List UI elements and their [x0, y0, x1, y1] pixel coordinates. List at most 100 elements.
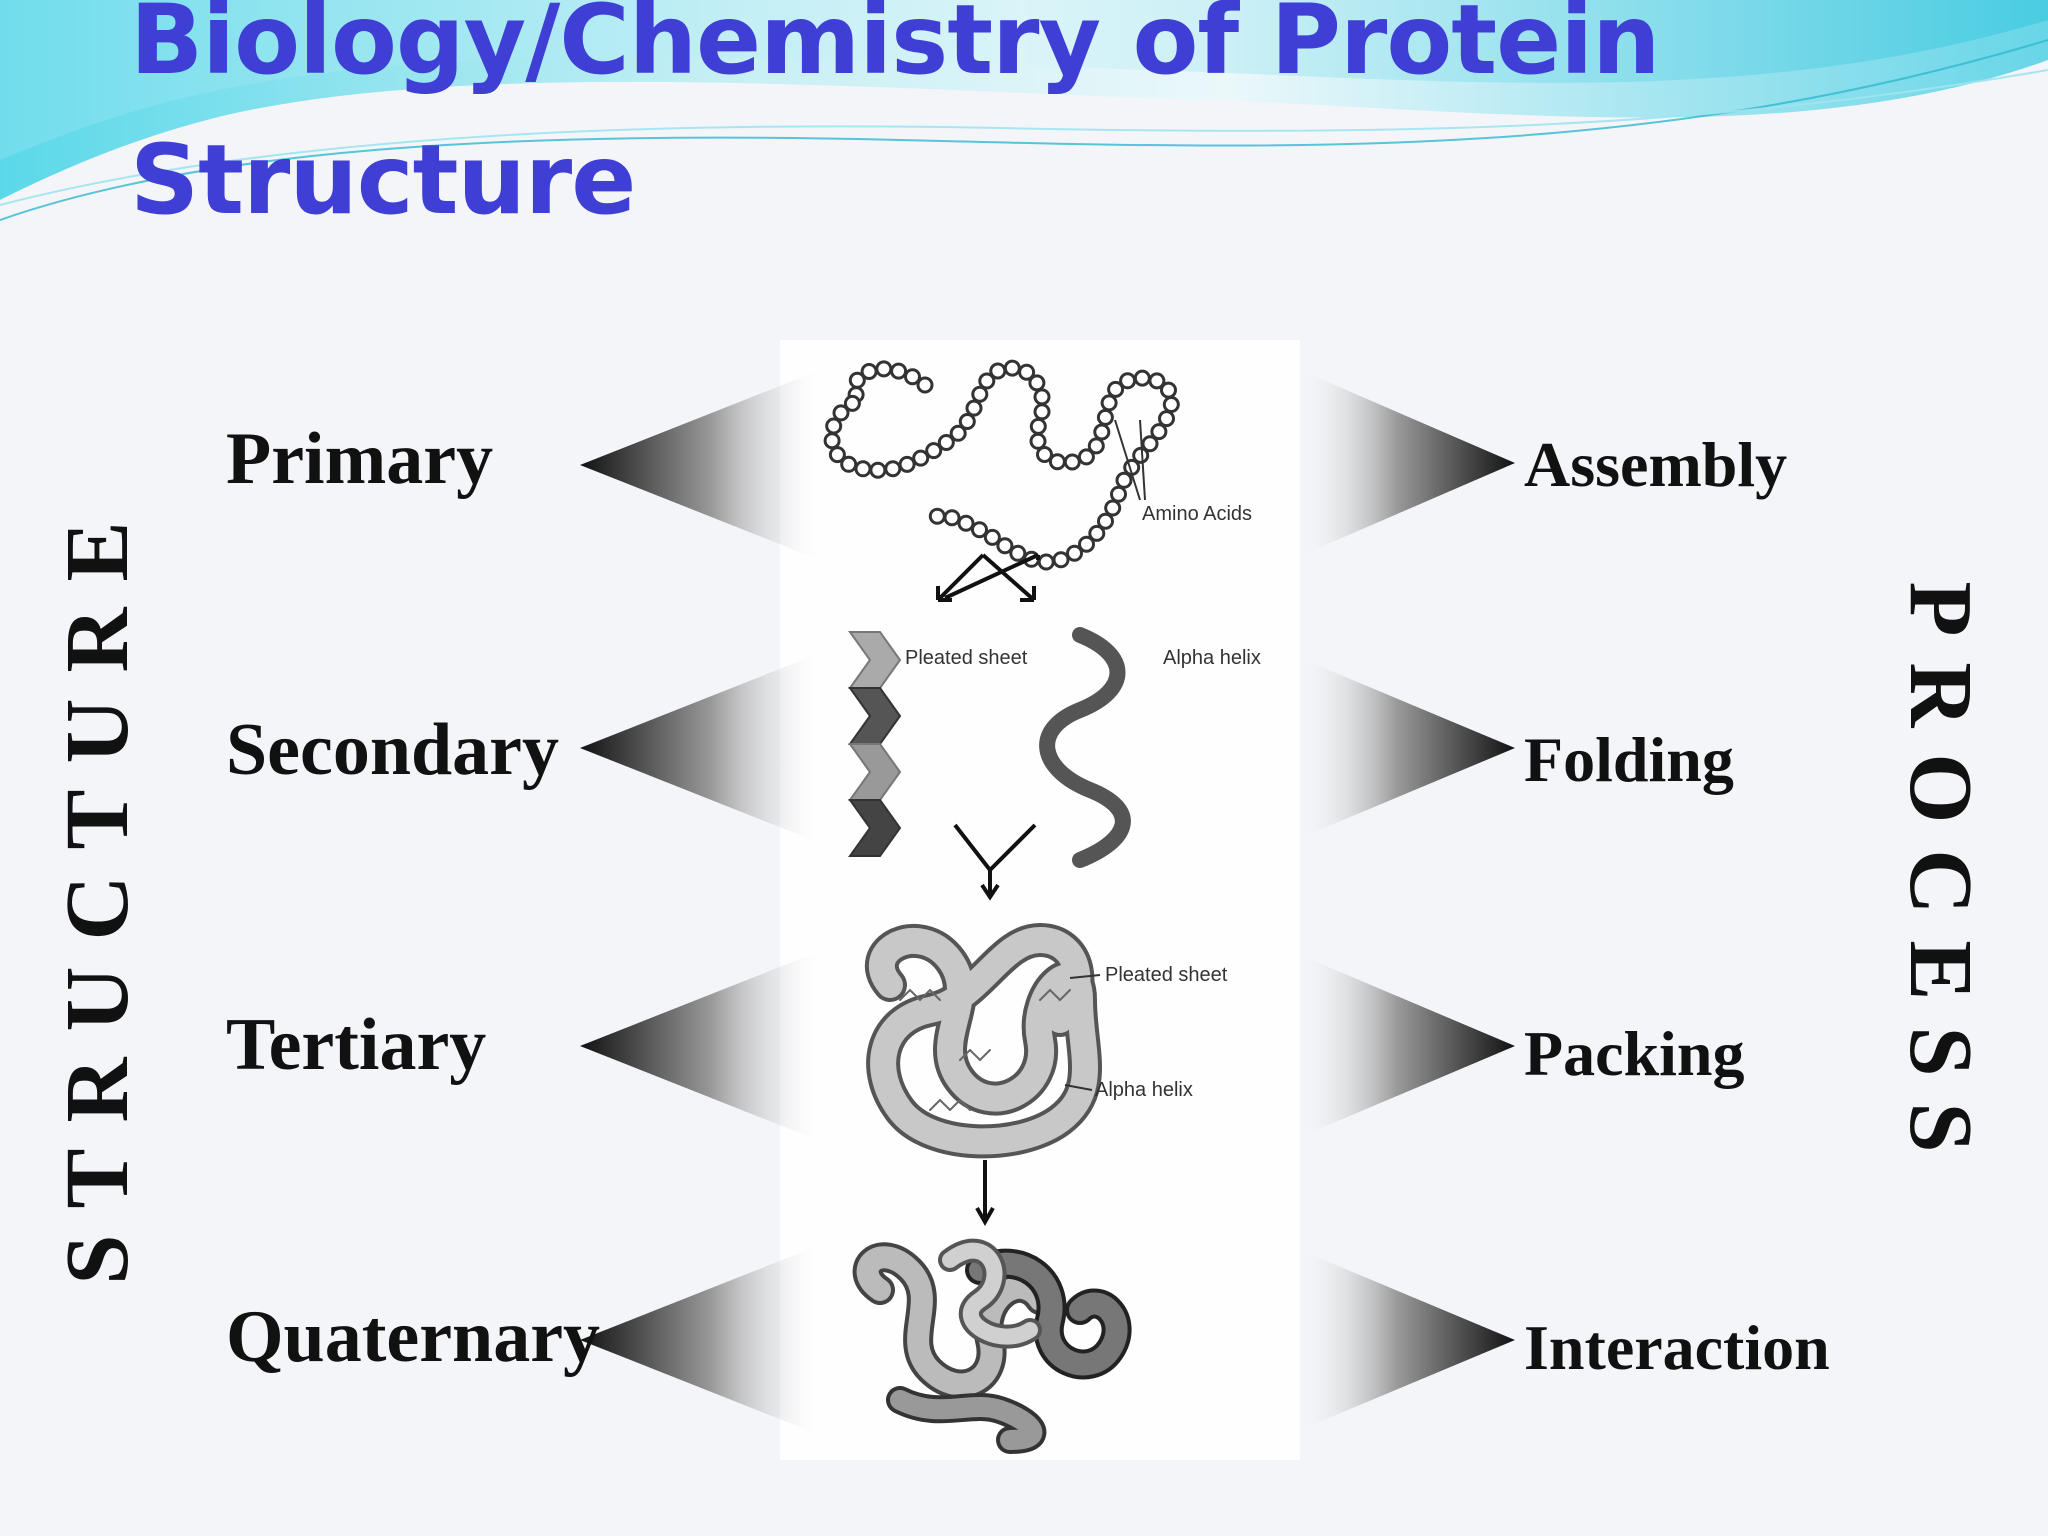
amino-acid-bead: [832, 404, 850, 422]
amino-acid-bead: [825, 417, 843, 435]
amino-acid-bead: [1048, 453, 1066, 471]
left-arrow-tertiary: [580, 951, 820, 1141]
amino-acids-label: Amino Acids: [1142, 503, 1252, 525]
amino-acid-bead: [1115, 471, 1133, 489]
amino-acid-bead: [828, 446, 846, 464]
amino-acid-bead: [890, 362, 908, 380]
amino-acid-bead: [1150, 423, 1168, 441]
amino-acid-bead: [904, 368, 921, 386]
amino-acid-bead: [943, 509, 961, 527]
amino-acid-bead: [1028, 374, 1046, 392]
amino-acid-bead: [1110, 485, 1127, 503]
amino-acid-bead: [1033, 403, 1051, 421]
structure-vertical-label: STRUCTURE: [48, 495, 147, 1285]
amino-acid-bead: [898, 455, 916, 473]
amino-acid-bead: [1162, 396, 1180, 413]
title-line-2: Structure: [130, 124, 636, 236]
amino-acid-bead: [1133, 369, 1151, 387]
left-arrows: [580, 370, 820, 1435]
amino-acid-bead: [989, 362, 1007, 380]
amino-acid-bead: [996, 537, 1014, 555]
amino-acid-bead: [823, 432, 841, 450]
amino-acid-bead: [848, 371, 866, 389]
amino-acid-bead: [884, 460, 902, 478]
amino-acid-bead: [912, 449, 930, 467]
amino-acid-bead: [978, 372, 996, 390]
amino-acid-bead: [1033, 388, 1051, 406]
amino-acid-bead: [1037, 553, 1055, 571]
pleated-sheet-label: Pleated sheet: [905, 647, 1028, 669]
amino-acid-bead: [1066, 544, 1083, 562]
right-arrows: [1300, 370, 1515, 1430]
amino-acid-bead: [875, 360, 893, 378]
amino-acid-bead: [1087, 437, 1105, 455]
amino-acid-bead: [1119, 372, 1137, 390]
structure-quaternary-label: Quaternary: [226, 1296, 601, 1378]
amino-acid-bead: [840, 455, 858, 473]
amino-acid-bead: [1148, 372, 1166, 390]
amino-acid-bead: [1018, 363, 1036, 381]
amino-acid-bead: [1029, 417, 1047, 435]
amino-acid-bead: [1160, 381, 1177, 399]
alpha-helix-label: Alpha helix: [1163, 647, 1261, 669]
process-folding-label: Folding: [1524, 724, 1734, 795]
process-interaction-label: Interaction: [1524, 1312, 1830, 1383]
tertiary-alpha-helix-label: Alpha helix: [1095, 1079, 1193, 1101]
quaternary-structure-illustration: [852, 1238, 1132, 1454]
down-arrow: [975, 1160, 995, 1227]
amino-acid-bead: [1096, 408, 1114, 426]
amino-acid-bead: [1097, 512, 1114, 530]
amino-acid-bead: [1036, 446, 1053, 463]
process-assembly-label: Assembly: [1524, 429, 1788, 500]
amino-acid-bead: [925, 442, 943, 460]
process-packing-label: Packing: [1524, 1018, 1745, 1089]
right-arrow-packing: [1300, 955, 1515, 1137]
left-arrow-secondary: [580, 653, 820, 843]
title-line-1: Biology/Chemistry of Protein: [130, 0, 1661, 96]
left-arrow-primary: [580, 370, 820, 560]
amino-acid-bead: [928, 507, 946, 525]
slide-title: Biology/Chemistry of Protein Structure: [130, 0, 1661, 250]
amino-acid-bead: [957, 514, 975, 532]
amino-acid-bead: [1107, 380, 1125, 398]
amino-acid-bead: [1009, 544, 1027, 562]
amino-acid-bead: [1100, 394, 1118, 412]
amino-acid-bead: [843, 394, 861, 412]
amino-acid-bead: [869, 461, 887, 479]
amino-acid-bead: [1104, 499, 1122, 517]
amino-acid-bead: [1088, 524, 1106, 542]
right-arrow-folding: [1300, 658, 1515, 838]
amino-acid-bead: [1158, 410, 1175, 428]
amino-acid-bead: [971, 385, 989, 403]
header-wave-decoration: [0, 0, 2048, 221]
split-arrows: [936, 553, 1040, 602]
structure-tertiary-label: Tertiary: [226, 1004, 487, 1086]
right-arrow-assembly: [1300, 370, 1515, 556]
amino-acid-bead: [1132, 446, 1150, 464]
merge-arrow: [953, 823, 1037, 901]
amino-acid-bead: [1052, 551, 1070, 569]
amino-acid-bead: [1063, 453, 1081, 471]
amino-acid-bead: [854, 460, 872, 478]
amino-acid-bead: [958, 413, 976, 430]
left-arrow-quaternary: [580, 1245, 820, 1435]
amino-acid-bead: [1029, 432, 1047, 450]
amino-acid-bead: [983, 528, 1001, 546]
amino-acid-bead: [916, 376, 934, 394]
process-vertical-label: PROCESS: [1891, 581, 1990, 1179]
amino-acid-bead: [965, 399, 983, 417]
structure-primary-label: Primary: [226, 418, 494, 500]
amino-acid-bead: [1077, 448, 1095, 466]
tertiary-pleated-sheet-label: Pleated sheet: [1105, 964, 1228, 986]
amino-acid-bead: [1078, 535, 1095, 553]
amino-acids-pointer: [1114, 419, 1141, 501]
primary-chain-illustration: [823, 359, 1180, 571]
amino-acid-bead: [949, 424, 967, 442]
amino-acid-bead: [1003, 359, 1021, 377]
amino-acid-bead: [860, 363, 878, 380]
tertiary-structure-illustration: [865, 922, 1102, 1159]
pleated-sheet-illustration: [848, 631, 902, 857]
alpha-helix-illustration: [1039, 627, 1131, 868]
